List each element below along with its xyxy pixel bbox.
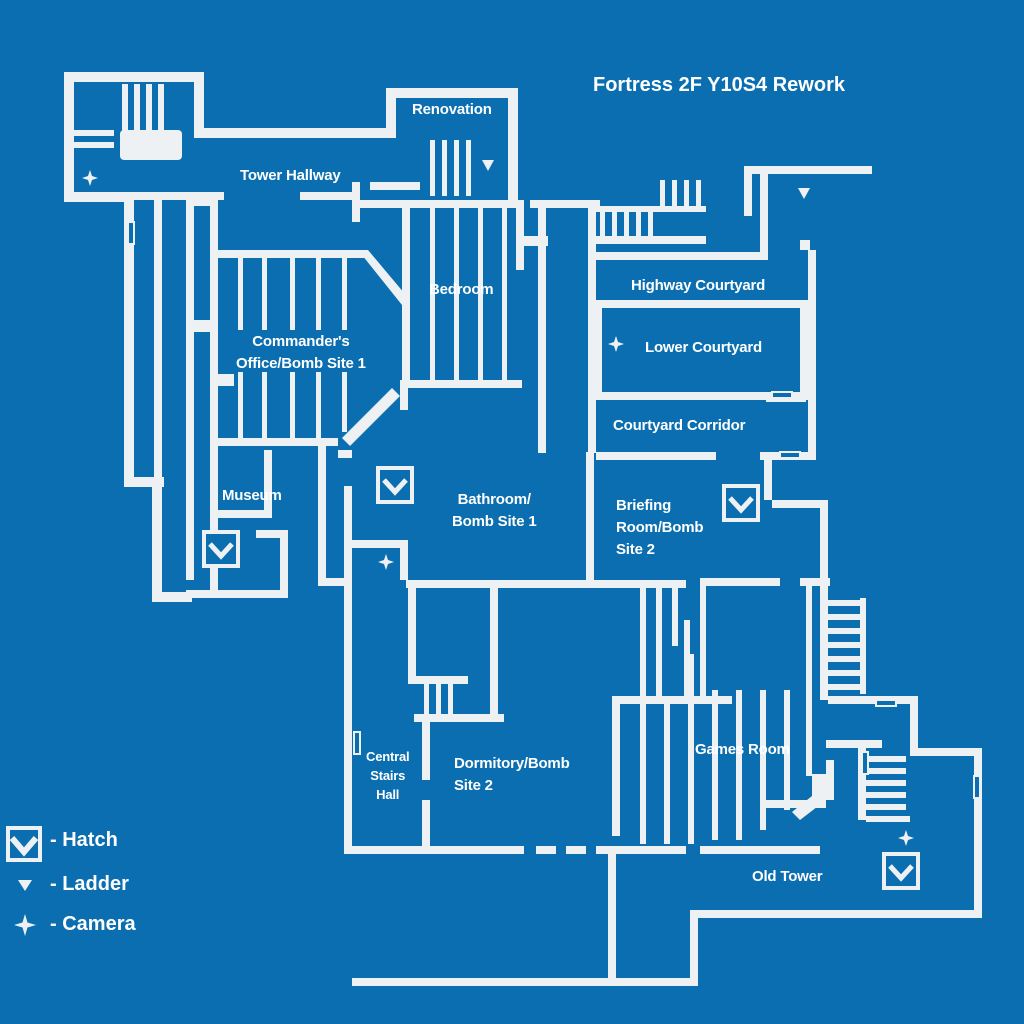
ladder-icon bbox=[18, 880, 32, 891]
map-title: Fortress 2F Y10S4 Rework bbox=[593, 74, 845, 96]
legend-item-camera: - Camera bbox=[6, 906, 186, 946]
ladder-icon bbox=[482, 160, 494, 171]
room-label-briefing-room: Briefing Room/Bomb Site 2 bbox=[616, 497, 704, 558]
legend-item-hatch: - Hatch bbox=[6, 822, 186, 862]
camera-icon bbox=[82, 170, 98, 186]
ladder-markers bbox=[482, 160, 810, 199]
room-label-courtyard-corridor: Courtyard Corridor bbox=[613, 417, 746, 434]
legend-label: - Ladder bbox=[50, 873, 129, 895]
room-label-tower-hallway: Tower Hallway bbox=[240, 167, 341, 184]
legend-item-ladder: - Ladder bbox=[6, 866, 186, 906]
room-label-dormitory: Dormitory/Bomb Site 2 bbox=[454, 755, 570, 794]
camera-icon bbox=[14, 914, 36, 936]
camera-icon bbox=[608, 336, 624, 352]
hatch-icon bbox=[202, 530, 240, 568]
wall-layer bbox=[64, 72, 982, 986]
camera-icon bbox=[378, 554, 394, 570]
camera-icon bbox=[898, 830, 914, 846]
room-label-bedroom: Bedroom bbox=[429, 281, 494, 298]
room-label-lower-courtyard: Lower Courtyard bbox=[645, 339, 763, 356]
room-label-bathroom: Bathroom/ Bomb Site 1 bbox=[452, 491, 537, 530]
hatch-icon bbox=[722, 484, 760, 522]
ladder-icon bbox=[798, 188, 810, 199]
hatch-icon bbox=[376, 466, 414, 504]
room-label-highway-courtyard: Highway Courtyard bbox=[631, 277, 766, 294]
hatch-markers bbox=[202, 466, 920, 890]
room-label-renovation: Renovation bbox=[412, 101, 492, 118]
camera-markers bbox=[82, 170, 914, 846]
room-label-museum: Museum bbox=[222, 487, 282, 504]
legend-label: - Camera bbox=[50, 913, 136, 935]
window-details bbox=[127, 221, 981, 799]
room-label-games-room: Games Room bbox=[695, 741, 790, 758]
hatch-icon bbox=[6, 826, 42, 862]
legend-label: - Hatch bbox=[50, 829, 118, 851]
room-label-central-stairs-hall: Central Stairs Hall bbox=[366, 749, 410, 802]
room-label-old-tower: Old Tower bbox=[752, 868, 823, 885]
room-label-commanders-office: Commander's Office/Bomb Site 1 bbox=[236, 333, 366, 372]
hatch-icon bbox=[882, 852, 920, 890]
